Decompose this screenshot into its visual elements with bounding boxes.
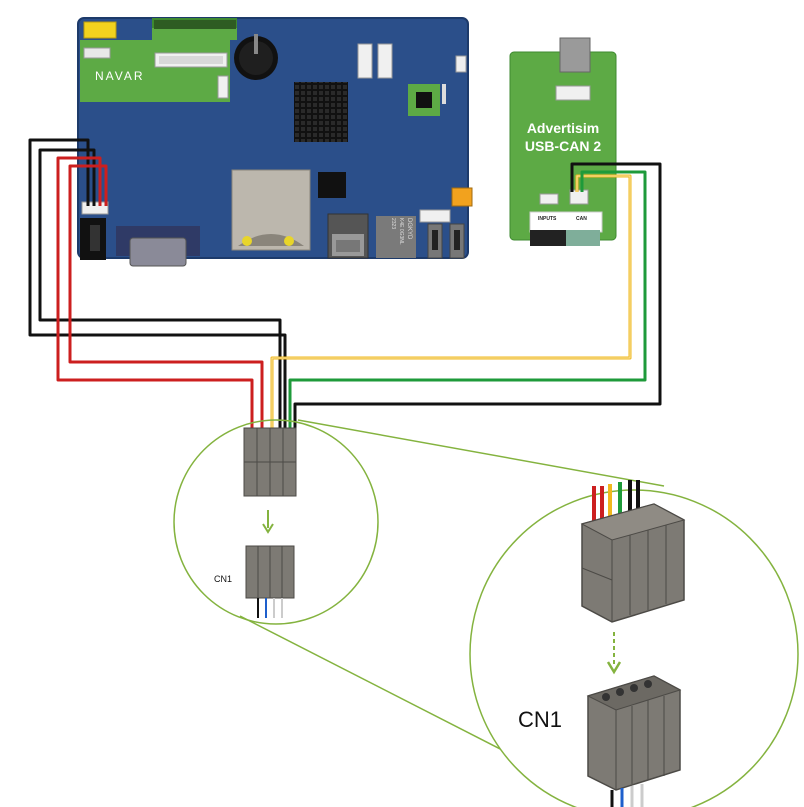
svg-text:DGKYD: DGKYD [406,218,412,240]
usb-can-board: Advertisim USB-CAN 2 INPUTS CAN [509,37,617,246]
board-brand: NAVAR [95,69,145,83]
wire-red-2 [68,164,264,428]
terminal-block-green [566,230,600,246]
svg-text:USB-CAN 2: USB-CAN 2 [525,138,601,154]
svg-text:Advertisim: Advertisim [527,120,599,136]
cn1-label-small: CN1 [214,574,232,584]
white-connector-3pin [419,209,451,223]
wire-green [288,170,647,428]
memory-chip [376,216,416,258]
mini-usb-orange [451,187,473,207]
white-connector-small [83,47,111,59]
heatsink [294,82,348,142]
svg-text:CAN: CAN [576,216,587,222]
cn1-label-zoom: CN1 [518,707,562,732]
white-connector-vertical-2 [377,43,393,79]
yellow-connector [83,21,117,39]
down-arrow-icon [262,523,274,534]
down-arrow-icon-zoom [606,661,622,675]
connector-callout-zoom: CN1 [469,480,799,807]
callout-line-top [297,419,665,487]
svg-text:INPUTS: INPUTS [538,216,557,222]
usb-b-port [559,37,591,73]
usb-can-white-connector [555,85,591,101]
white-connector-vertical-1 [357,43,373,79]
svg-text:K4E 0G3NL: K4E 0G3NL [398,218,404,245]
can-header [569,189,589,205]
main-board: NAVAR DGKYD K4E 0G3NL 2323 [77,17,473,267]
black-chip [318,172,346,198]
wire-black-can [293,162,662,428]
connector-callout-small: CN1 [173,419,379,625]
terminal-label-strip [529,211,603,233]
terminal-block-black [530,230,566,246]
wires [28,138,662,428]
pin-header-top [154,20,236,29]
svg-text:2323: 2323 [390,218,396,229]
